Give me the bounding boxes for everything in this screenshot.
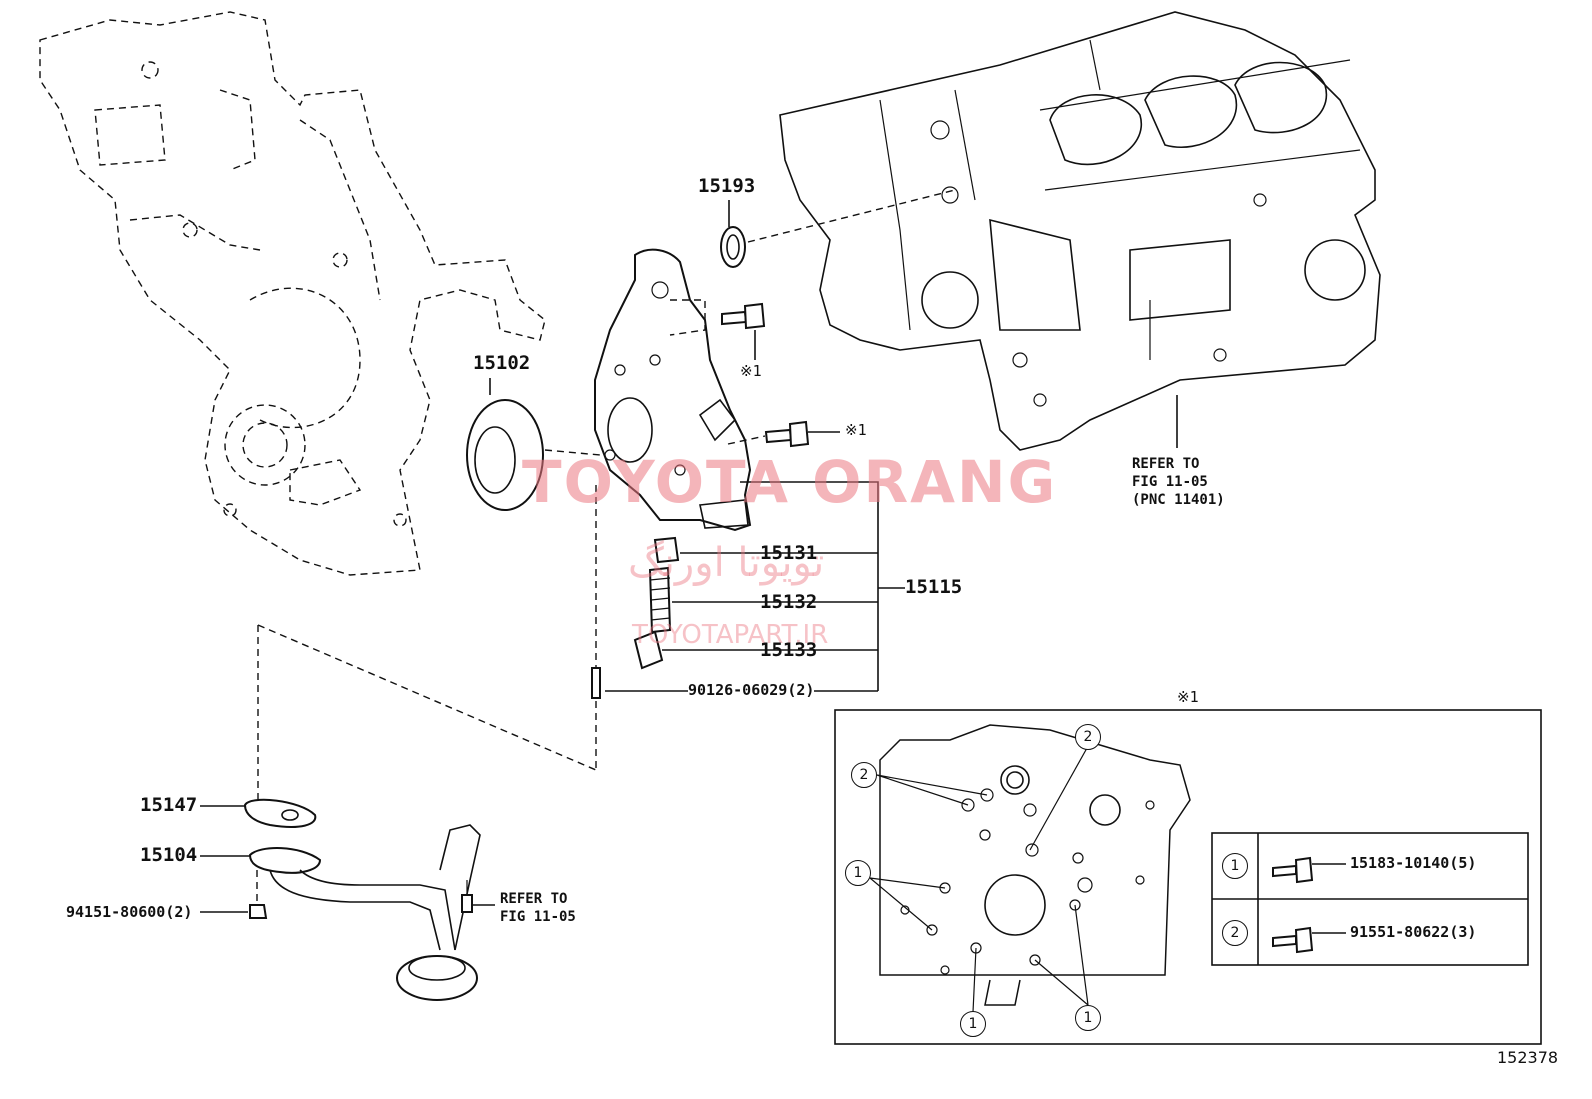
label-15104: 15104 — [140, 844, 198, 866]
legend-num-1: 1 — [1222, 853, 1248, 879]
label-15147: 15147 — [140, 794, 198, 816]
engine-block-outline — [779, 11, 1381, 451]
legend-num-2: 2 — [1222, 920, 1248, 946]
label-94151-80600: 94151-80600(2) — [66, 903, 193, 921]
pump-rotor — [466, 378, 601, 511]
relief-valve-parts — [591, 481, 905, 770]
bolt-location-inset — [834, 709, 1542, 1045]
label-90126-06029: 90126-06029(2) — [688, 681, 815, 699]
timing-cover-outline — [39, 11, 546, 576]
oil-pump-body — [594, 248, 752, 532]
inset-callout-2-left: 2 — [851, 762, 877, 788]
inset-callout-1-bottom-left: 1 — [960, 1011, 986, 1037]
label-15102: 15102 — [473, 352, 531, 374]
inset-callout-1-left: 1 — [845, 860, 871, 886]
label-15193: 15193 — [698, 175, 756, 197]
legend-part-91551-80622: 91551-80622(3) — [1350, 923, 1477, 941]
watermark-brand-fa: تویوتا اورنگ — [628, 540, 825, 586]
inset-callout-2-top: 2 — [1075, 724, 1101, 750]
legend-part-15183-10140: 15183-10140(5) — [1350, 854, 1477, 872]
strainer-ref-line-1: REFER TO — [500, 891, 568, 907]
figure-number: 152378 — [1497, 1048, 1559, 1067]
inset-callout-1-bottom-right: 1 — [1075, 1005, 1101, 1031]
block-ref-line-2: FIG 11-05 — [1132, 474, 1208, 490]
watermark-brand: TOYOTA ORANG — [522, 448, 1058, 516]
strainer-ref-line-2: FIG 11-05 — [500, 909, 576, 925]
block-reference-note: REFER TO FIG 11-05 (PNC 11401) — [1132, 455, 1225, 509]
block-ref-line-3: (PNC 11401) — [1132, 492, 1225, 508]
pump-bolt-lower — [727, 420, 840, 448]
label-15132: 15132 — [760, 591, 818, 613]
strainer-reference-note: REFER TO FIG 11-05 — [500, 890, 576, 926]
inset-title-mark: ※1 — [1177, 688, 1199, 706]
strainer-assembly — [200, 624, 597, 1001]
pump-bolt-upper — [721, 302, 766, 360]
watermark-site: TOYOTAPART.IR — [632, 620, 829, 650]
label-15115: 15115 — [905, 576, 963, 598]
label-15131: 15131 — [760, 542, 818, 564]
block-ref-line-1: REFER TO — [1132, 456, 1200, 472]
oil-seal — [720, 189, 956, 268]
note-mark-upper-bolt: ※1 — [740, 362, 762, 380]
note-mark-lower-bolt: ※1 — [845, 421, 867, 439]
label-15133: 15133 — [760, 639, 818, 661]
